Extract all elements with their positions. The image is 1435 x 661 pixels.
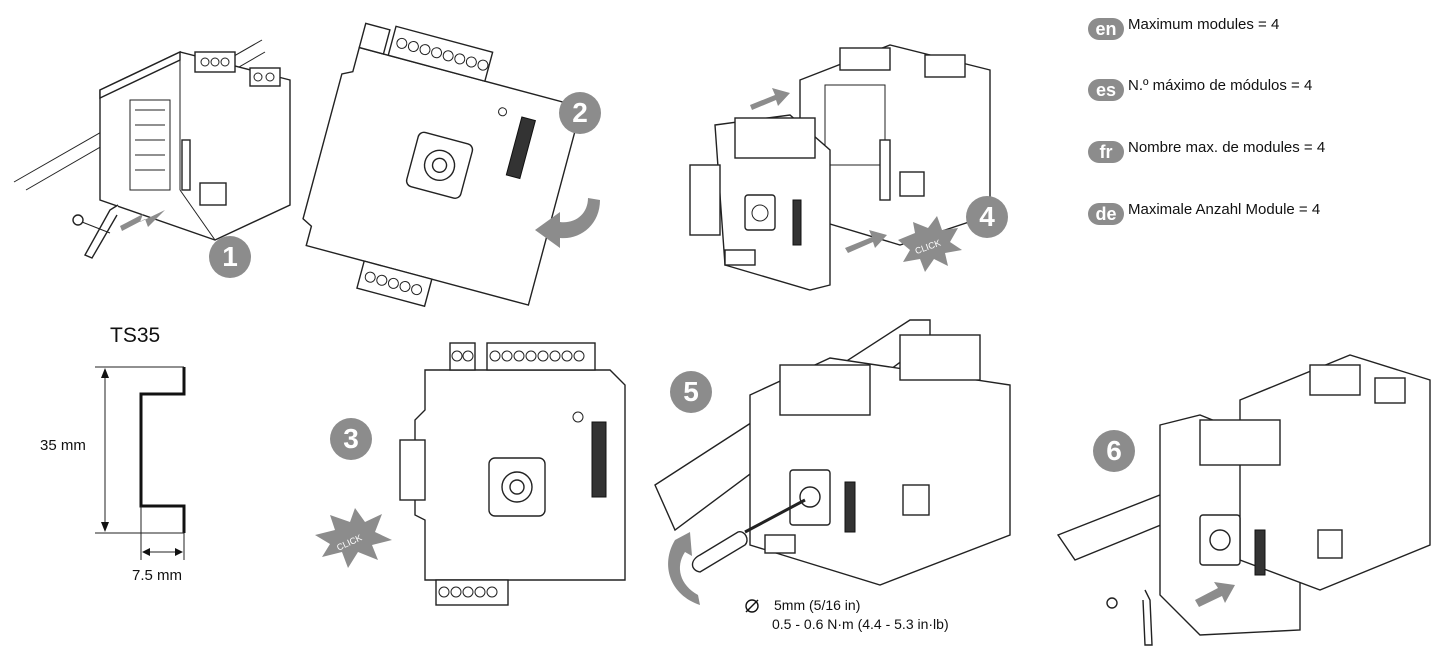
panel-1-rj45-port: [199, 182, 227, 206]
panel-2-rotate-arrow-icon: [535, 198, 600, 248]
panel-2-connector: [505, 116, 536, 180]
panel-5-rotate-arrow-icon: [668, 532, 700, 605]
panel-4-module-terminals: [734, 117, 816, 159]
step-1-badge: 1: [209, 236, 251, 278]
panel-1-terminals: [194, 51, 281, 87]
din-rail-profile: [95, 366, 186, 560]
step-5-badge: 5: [670, 371, 712, 413]
panel-3-connector: [591, 421, 607, 498]
lang-text-en: Maximum modules = 4: [1128, 16, 1280, 33]
torque-note: 5mm (5/16 in) 0.5 - 0.6 N·m (4.4 - 5.3 i…: [744, 596, 949, 634]
lang-text-es: N.º máximo de módulos = 4: [1128, 77, 1313, 94]
lang-badge-en: en: [1088, 18, 1124, 40]
diameter-icon: [745, 599, 759, 613]
panel-1-release-tab: [72, 204, 119, 259]
lang-text-de: Maximale Anzahl Module = 4: [1128, 201, 1321, 218]
panel-1-vents: [129, 99, 171, 191]
lang-badge-fr: fr: [1088, 141, 1124, 163]
lang-row-fr: fr Nombre max. de modules = 4: [1088, 133, 1326, 163]
screwdriver-size: 5mm (5/16 in): [774, 597, 861, 613]
step-3-badge: 3: [330, 418, 372, 460]
panel-3-click-burst-icon: [315, 508, 392, 568]
panel-6-release-tab: [1106, 589, 1153, 646]
screwdriver-icon: [691, 498, 806, 573]
step-2-badge: 2: [559, 92, 601, 134]
panel-6-push-arrow-icon: [1195, 582, 1235, 607]
panel-1-connector: [181, 139, 191, 191]
rail-height-label: 35 mm: [40, 437, 86, 454]
panel-3-top-terminals: [486, 342, 596, 371]
panel-2-top-terminals: [387, 25, 494, 83]
panel-4-illustration: CLICK: [689, 44, 991, 291]
step-4-badge: 4: [966, 196, 1008, 238]
lang-row-de: de Maximale Anzahl Module = 4: [1088, 195, 1321, 225]
panel-5-illustration: [654, 319, 1011, 605]
lang-text-fr: Nombre max. de modules = 4: [1128, 139, 1326, 156]
rail-depth-label: 7.5 mm: [132, 567, 183, 584]
panel-2-illustration: [302, 22, 600, 308]
rail-title: TS35: [110, 324, 161, 347]
panel-1-pull-arrow-icon: [120, 210, 165, 231]
torque-value: 0.5 - 0.6 N·m (4.4 - 5.3 in·lb): [772, 616, 949, 632]
panel-3-illustration: CLICK: [315, 342, 626, 606]
step-6-badge: 6: [1093, 430, 1135, 472]
panel-4-click-burst-icon: [898, 216, 962, 272]
panel-1-illustration: [13, 39, 291, 259]
lang-badge-es: es: [1088, 79, 1124, 101]
panel-4-upper-arrow-icon: [750, 88, 790, 110]
panel-4-lower-arrow-icon: [845, 230, 887, 253]
lang-badge-de: de: [1088, 203, 1124, 225]
panel-6-illustration: [1056, 354, 1431, 646]
panel-5-top-terminals: [779, 364, 871, 416]
panel-6-module-terminals: [1199, 419, 1281, 466]
panel-2-bottom-terminals: [356, 260, 433, 308]
panel-3-bottom-terminals: [435, 579, 509, 606]
lang-row-es: es N.º máximo de módulos = 4: [1088, 71, 1313, 101]
lang-row-en: en Maximum modules = 4: [1088, 10, 1280, 40]
panel-5-rj45-port: [902, 484, 930, 516]
